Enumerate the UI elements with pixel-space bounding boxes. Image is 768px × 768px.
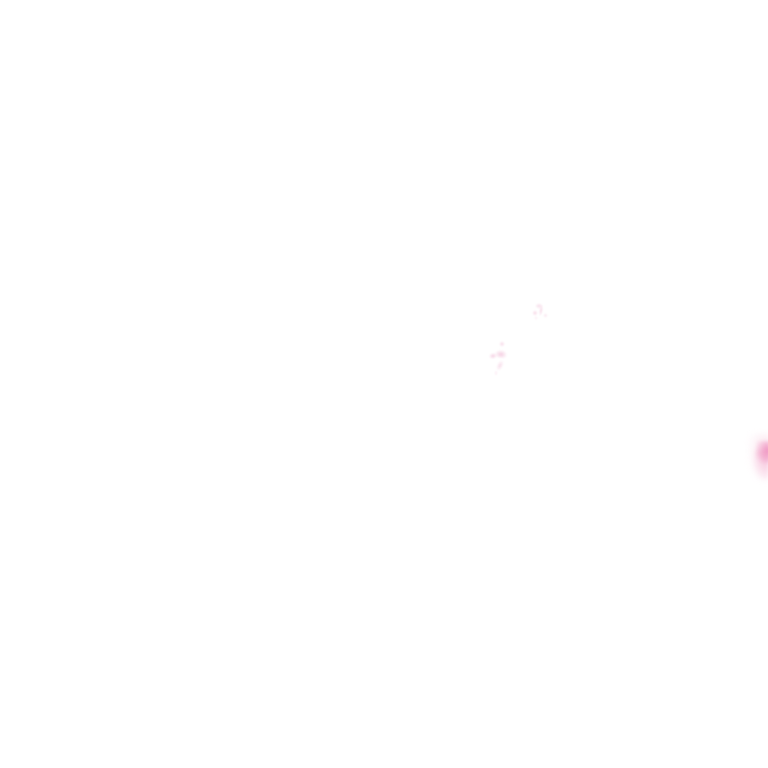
blossom-speck-upper-4 <box>543 313 548 318</box>
blossom-speck-upper-2 <box>532 310 538 316</box>
blossom-speck-upper-3 <box>538 304 544 317</box>
blossom-dot-mid <box>499 341 505 347</box>
petal-edge-core <box>756 441 768 463</box>
blossom-squiggle-right <box>494 349 508 359</box>
blossom-squiggle-left <box>488 352 498 360</box>
petal-edge-halo <box>748 434 768 482</box>
petal-edge-tail <box>753 450 768 480</box>
blossom-speck-lower <box>494 370 498 376</box>
blossom-streak-mid <box>494 359 506 372</box>
blossom-speck-upper-5 <box>534 316 538 320</box>
blossom-speck-upper-1 <box>535 303 543 309</box>
